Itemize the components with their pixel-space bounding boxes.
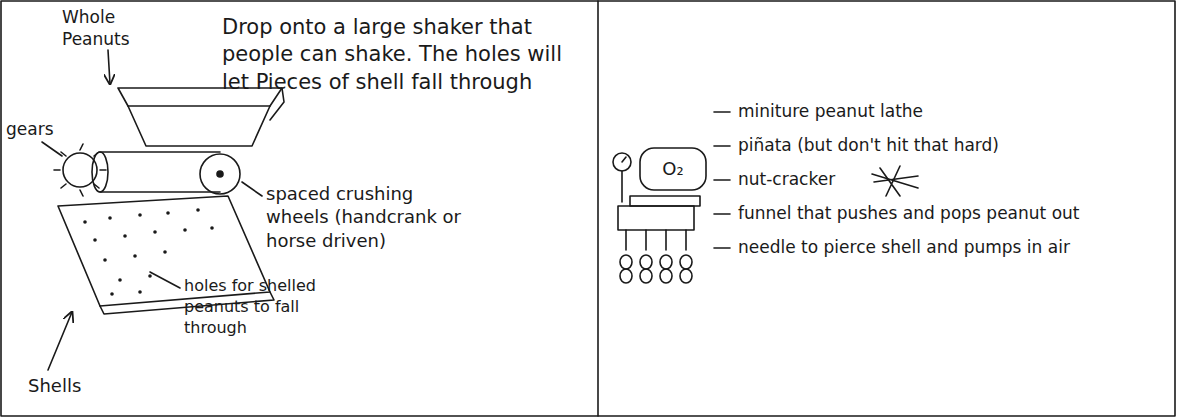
- part-label: spaced crushing wheels (handcrank or hor…: [266, 182, 476, 252]
- list-item: piñata (but don't hit that hard): [738, 134, 1158, 156]
- leader-arrow: [48, 312, 72, 370]
- list-item: needle to pierce shell and pumps in air: [738, 236, 1158, 258]
- nutcracker-icon: [872, 166, 918, 196]
- peanut-symbols: [620, 255, 692, 283]
- leader-line: [242, 182, 262, 196]
- part-label: gears: [6, 118, 66, 140]
- hopper: [118, 88, 284, 146]
- list-item: nut-cracker: [738, 168, 863, 190]
- sieve-tray: [58, 196, 274, 314]
- gear-symbol: [54, 144, 106, 196]
- leader-line: [42, 142, 62, 156]
- oxygen-device: [613, 148, 706, 250]
- callout-label: Whole Peanuts: [62, 6, 152, 50]
- tank-label: O₂: [640, 157, 706, 180]
- note-text: Drop onto a large shaker that people can…: [222, 14, 562, 96]
- list-dashes: [714, 112, 730, 248]
- panel-divider: [597, 1, 599, 416]
- leader-arrow: [108, 50, 110, 84]
- part-label: Shells: [28, 374, 108, 397]
- crushing-wheels: [92, 152, 240, 194]
- list-item: miniture peanut lathe: [738, 100, 1158, 122]
- list-item: funnel that pushes and pops peanut out: [738, 202, 1158, 224]
- part-label: holes for shelled peanuts to fall throug…: [184, 276, 354, 338]
- leader-line: [150, 272, 180, 288]
